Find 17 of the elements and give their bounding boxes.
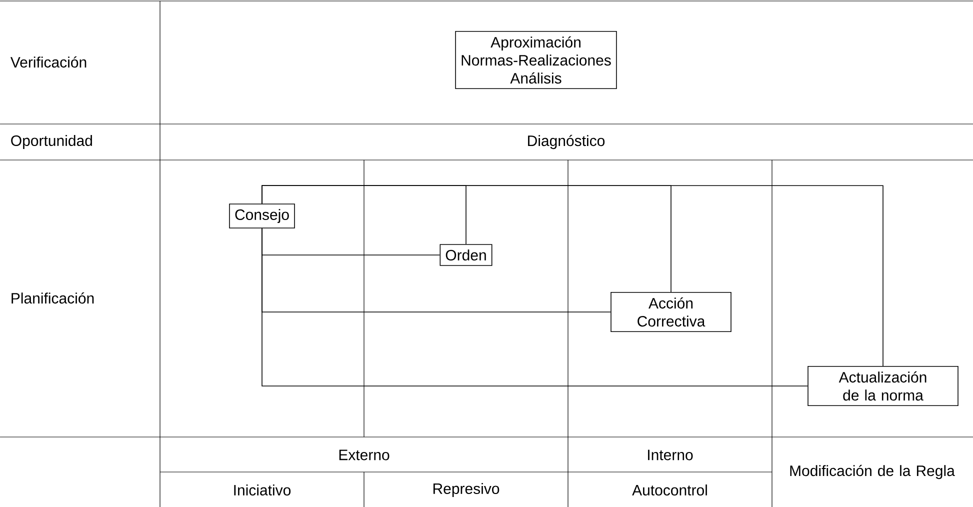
- column-heading: Autocontrol: [632, 484, 707, 496]
- column-heading: Represivo: [433, 483, 500, 497]
- row-heading: Planificación: [12, 292, 94, 304]
- text-box: Aproximación Normas-Realizaciones Análisis: [455, 31, 617, 89]
- text-box: Acción Correctiva: [610, 292, 732, 332]
- connector-line: [262, 185, 884, 366]
- column-heading: Modificación de la Regla: [790, 464, 955, 480]
- text-box: Actualización de la norma: [808, 366, 958, 406]
- column-heading: Diagnóstico: [528, 134, 605, 150]
- column-heading: Externo: [339, 450, 390, 460]
- column-heading: Iniciativo: [234, 484, 291, 496]
- text-box: Orden: [440, 244, 492, 266]
- row-heading: Verificación: [10, 56, 86, 68]
- connector-line: [262, 228, 808, 386]
- row-heading: Oportunidad: [11, 135, 92, 149]
- text-box: Consejo: [229, 204, 295, 228]
- column-heading: Interno: [648, 450, 693, 460]
